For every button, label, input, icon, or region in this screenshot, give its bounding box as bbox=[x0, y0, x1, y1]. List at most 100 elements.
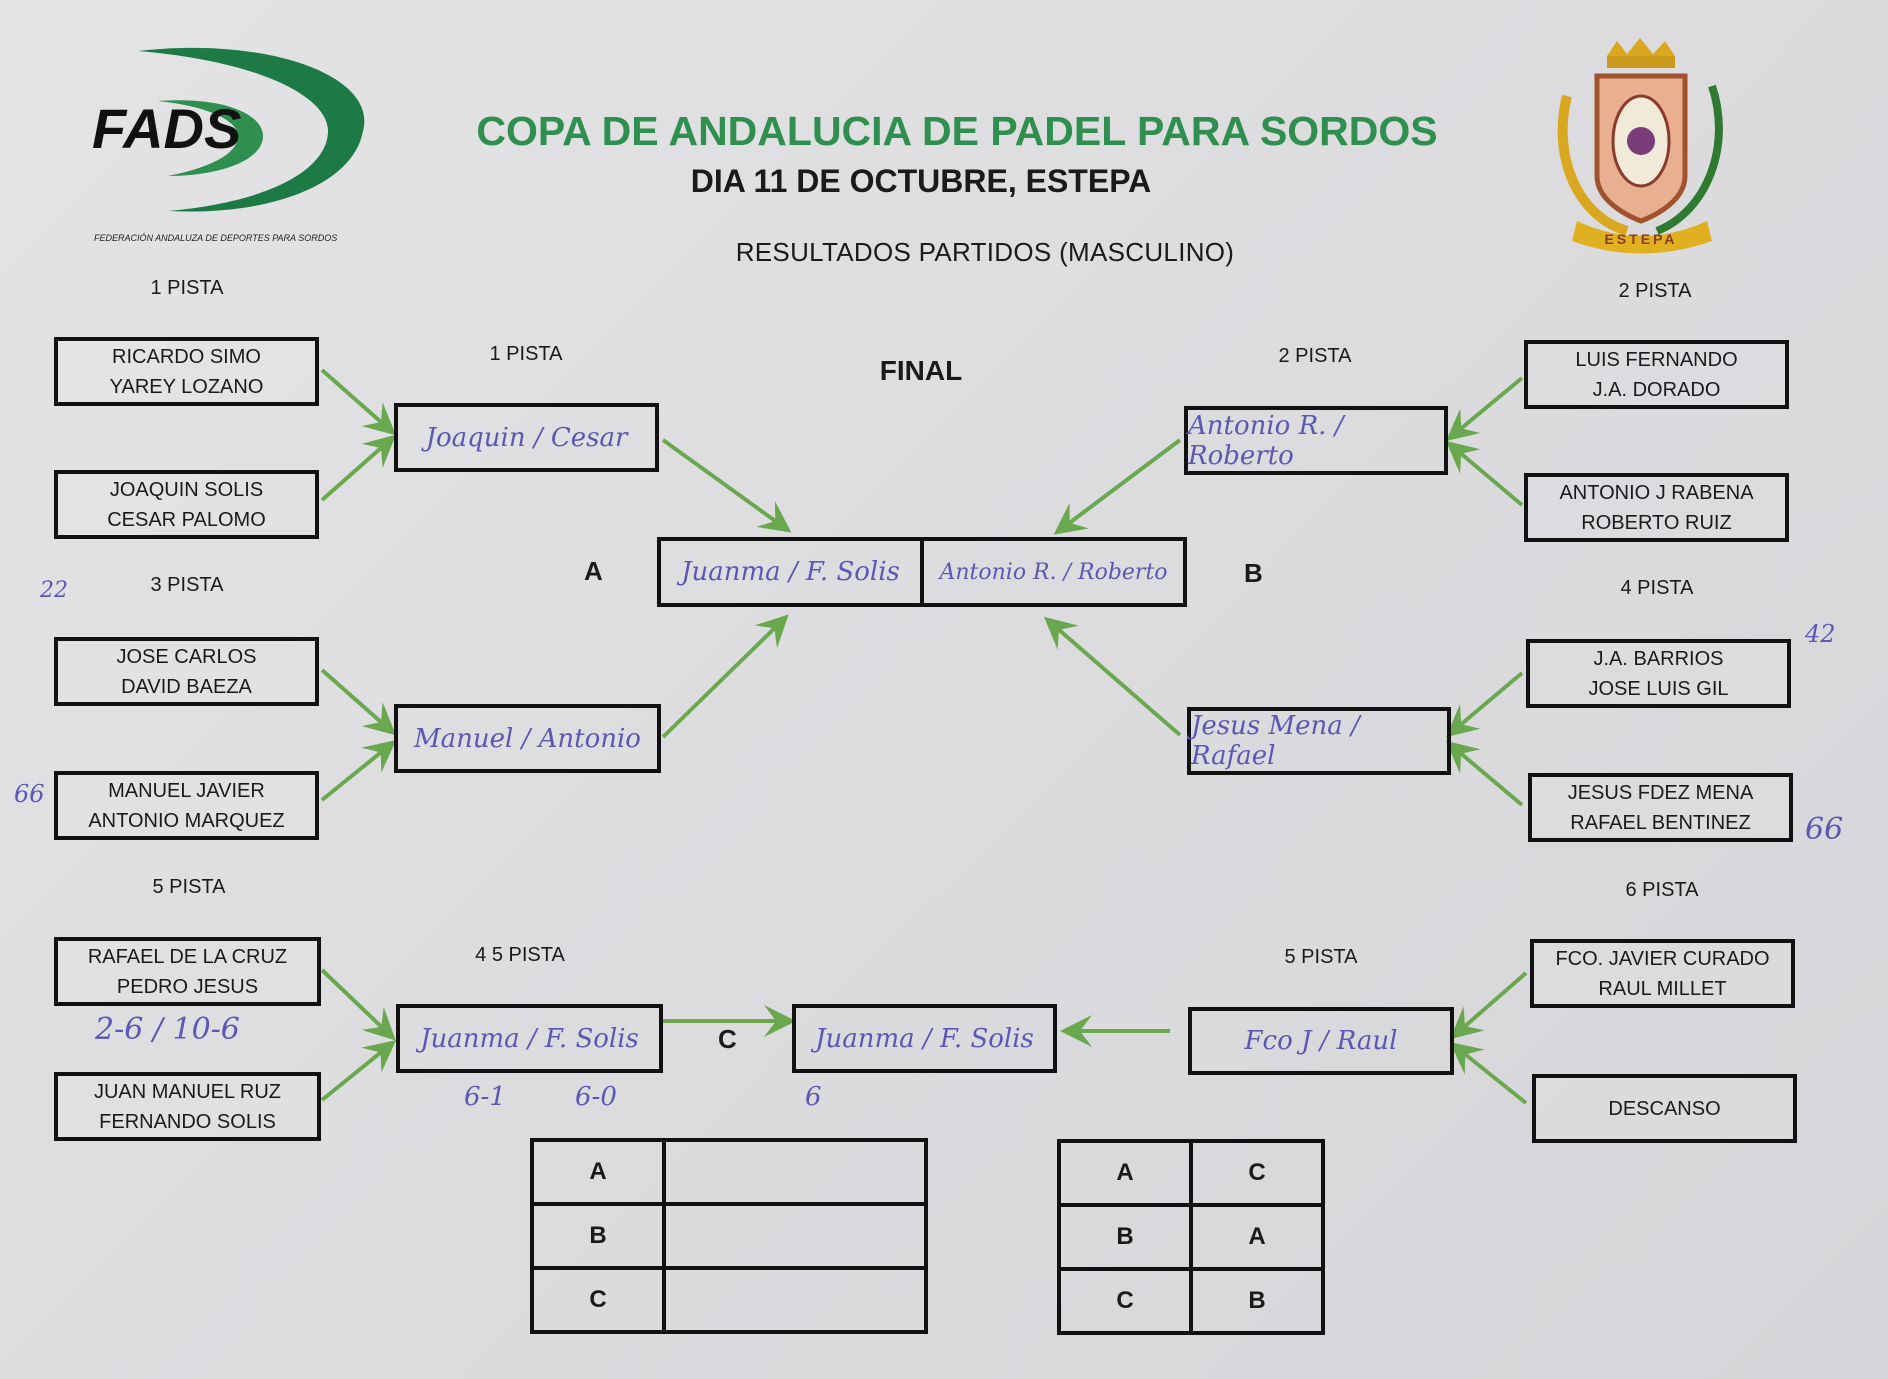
court-label: 4 PISTA bbox=[1620, 577, 1694, 599]
handwritten-winner: Antonio R. / Roberto bbox=[939, 559, 1168, 585]
score-note: 6-0 bbox=[575, 1082, 617, 1112]
handwritten-winner: Joaquin / Cesar bbox=[425, 422, 628, 453]
player-name: JOSE LUIS GIL bbox=[1588, 677, 1729, 700]
team-box: FCO. JAVIER CURADO RAUL MILLET bbox=[1530, 939, 1795, 1008]
final-box: Juanma / F. Solis Antonio R. / Roberto bbox=[657, 537, 1187, 607]
player-name: FERNANDO SOLIS bbox=[99, 1110, 276, 1133]
team-box: J.A. BARRIOS JOSE LUIS GIL bbox=[1526, 639, 1791, 708]
player-name: JUAN MANUEL RUZ bbox=[93, 1080, 282, 1103]
handwritten-winner: Juanma / F. Solis bbox=[815, 1023, 1034, 1054]
court-label: 1 PISTA bbox=[150, 277, 224, 299]
handwritten-winner: Antonio R. / Roberto bbox=[1188, 410, 1344, 471]
logo-swoosh-icon bbox=[138, 47, 365, 212]
table-cell: B bbox=[1189, 1267, 1325, 1335]
team-box: JOSE CARLOS DAVID BAEZA bbox=[54, 637, 319, 706]
player-name: J.A. BARRIOS bbox=[1593, 647, 1724, 670]
score-note: 6-1 bbox=[464, 1082, 506, 1112]
results-heading: RESULTADOS PARTIDOS (MASCULINO) bbox=[735, 237, 1235, 267]
table-cell: A bbox=[1189, 1203, 1325, 1271]
fads-logo: FADS FEDERACIÓN ANDALUZA DE DEPORTES PAR… bbox=[78, 36, 373, 253]
player-name: ANTONIO J RABENA bbox=[1559, 481, 1754, 504]
table-cell bbox=[662, 1202, 928, 1270]
table-row: A bbox=[530, 1138, 928, 1206]
page-title: COPA DE ANDALUCIA DE PADEL PARA SORDOS bbox=[476, 108, 1438, 154]
player-name: YAREY LOZANO bbox=[109, 375, 264, 398]
table-cell: B bbox=[1057, 1203, 1193, 1271]
player-name: CESAR PALOMO bbox=[107, 508, 266, 531]
match-c-label: C bbox=[718, 1024, 737, 1054]
note: 42 bbox=[1805, 620, 1836, 648]
table-cell: C bbox=[530, 1266, 666, 1334]
handwritten-winner: Jesus Mena / Rafael bbox=[1191, 711, 1360, 771]
court-label: 6 PISTA bbox=[1625, 879, 1699, 901]
logo-tagline: FEDERACIÓN ANDALUZA DE DEPORTES PARA SOR… bbox=[94, 233, 338, 243]
table-cell: C bbox=[1189, 1139, 1325, 1207]
winner-box: Jesus Mena / Rafael bbox=[1187, 707, 1451, 775]
player-name: ROBERTO RUIZ bbox=[1581, 511, 1732, 534]
note: 22 bbox=[40, 578, 68, 603]
final-team-b: Antonio R. / Roberto bbox=[924, 541, 1183, 603]
winner-box: Fco J / Raul bbox=[1188, 1007, 1454, 1075]
event-date: DIA 11 DE OCTUBRE, ESTEPA bbox=[690, 163, 1152, 199]
estepa-crest: ESTEPA bbox=[1547, 36, 1734, 259]
team-box: ANTONIO J RABENA ROBERTO RUIZ bbox=[1524, 473, 1789, 542]
final-label-a: A bbox=[584, 556, 603, 586]
winner-box: Antonio R. / Roberto bbox=[1184, 406, 1448, 475]
bye-label: DESCANSO bbox=[1608, 1097, 1721, 1120]
table-cell bbox=[662, 1266, 928, 1334]
team-box: JUAN MANUEL RUZ FERNANDO SOLIS bbox=[54, 1072, 321, 1141]
match-c-score: 6 bbox=[805, 1082, 822, 1112]
final-label-b: B bbox=[1244, 558, 1263, 588]
team-box: JOAQUIN SOLIS CESAR PALOMO bbox=[54, 470, 319, 539]
court-label: 2 PISTA bbox=[1278, 345, 1352, 367]
winner-box: Joaquin / Cesar bbox=[394, 403, 659, 472]
player-name: FCO. JAVIER CURADO bbox=[1555, 947, 1770, 970]
table-row: C bbox=[530, 1266, 928, 1334]
player-name: RAUL MILLET bbox=[1598, 977, 1727, 1000]
player-name: JOSE CARLOS bbox=[116, 645, 257, 668]
handwritten-winner: Juanma / F. Solis bbox=[681, 557, 900, 587]
note: 66 bbox=[14, 780, 45, 808]
bye-box: DESCANSO bbox=[1532, 1074, 1797, 1143]
final-label: FINAL bbox=[879, 355, 963, 386]
table-row: B bbox=[530, 1202, 928, 1270]
score-note: 2-6 / 10-6 bbox=[95, 1012, 240, 1047]
match-c-box: Juanma / F. Solis bbox=[792, 1004, 1057, 1073]
results-table-left: A B C bbox=[530, 1138, 928, 1334]
winner-box: Manuel / Antonio bbox=[394, 704, 661, 773]
court-label: 3 PISTA bbox=[150, 574, 224, 596]
winner-box: Juanma / F. Solis bbox=[396, 1004, 663, 1073]
player-name: DAVID BAEZA bbox=[121, 675, 252, 698]
table-cell bbox=[662, 1138, 928, 1206]
crest-icon bbox=[1557, 38, 1723, 254]
court-label: 5 PISTA bbox=[1284, 946, 1358, 968]
team-box: RICARDO SIMO YAREY LOZANO bbox=[54, 337, 319, 406]
table-cell: C bbox=[1057, 1267, 1193, 1335]
player-name: RICARDO SIMO bbox=[112, 345, 261, 368]
court-label: 4 5 PISTA bbox=[475, 944, 565, 966]
court-label: 1 PISTA bbox=[489, 343, 563, 365]
player-name: RAFAEL DE LA CRUZ bbox=[87, 945, 288, 968]
court-label: 5 PISTA bbox=[152, 876, 226, 898]
table-cell: A bbox=[530, 1138, 666, 1206]
court-label: 2 PISTA bbox=[1618, 280, 1692, 302]
player-name: MANUEL JAVIER bbox=[108, 779, 265, 802]
handwritten-winner: Fco J / Raul bbox=[1244, 1026, 1398, 1056]
player-name: JOAQUIN SOLIS bbox=[109, 478, 264, 501]
player-name: J.A. DORADO bbox=[1592, 378, 1721, 401]
final-team-a: Juanma / F. Solis bbox=[661, 541, 924, 603]
logo-text: FADS bbox=[92, 97, 242, 160]
player-name: PEDRO JESUS bbox=[116, 975, 259, 998]
player-name: JESUS FDEZ MENA bbox=[1567, 781, 1754, 804]
handwritten-winner: Juanma / F. Solis bbox=[420, 1023, 639, 1054]
crest-text: ESTEPA bbox=[1604, 231, 1678, 247]
handwritten-winner: Manuel / Antonio bbox=[414, 723, 641, 754]
